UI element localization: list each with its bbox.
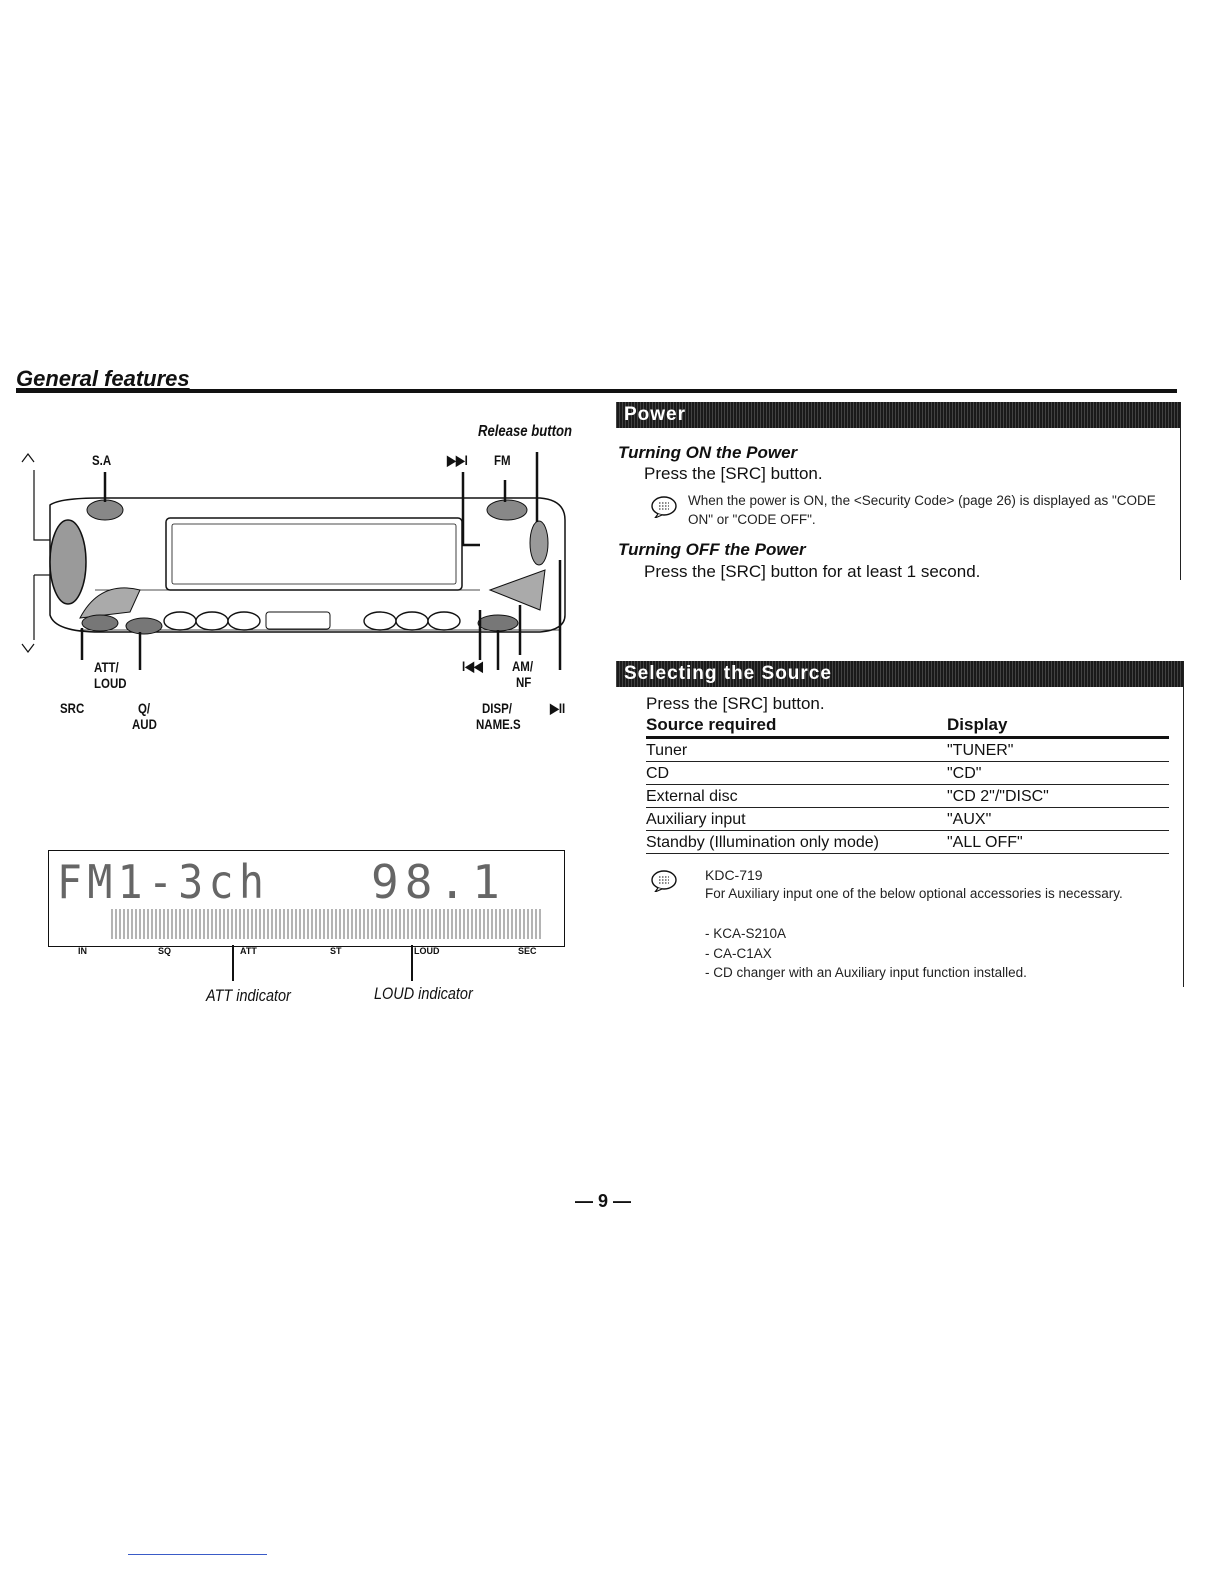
power-note: When the power is ON, the <Security Code… — [688, 493, 1156, 527]
page-number: — 9 — — [575, 1191, 632, 1211]
att-pointer — [232, 945, 234, 981]
lcd-text-right: 98.1 — [371, 855, 506, 909]
power-on-heading: Turning ON the Power — [618, 443, 798, 462]
label-fm: FM — [494, 452, 511, 468]
loud-pointer — [411, 945, 413, 981]
table-row: Auxiliary input "AUX" — [646, 807, 1169, 831]
source-banner-title: Selecting the Source — [624, 663, 832, 684]
source-banner: Selecting the Source — [616, 661, 1183, 687]
table-row: CD "CD" — [646, 761, 1169, 785]
label-aud: AUD — [132, 716, 157, 732]
note-icon — [651, 496, 677, 518]
col-display: Display — [947, 715, 1169, 739]
indicator-sq: SQ — [158, 946, 172, 956]
source-note-item: - KCA-S210A — [705, 926, 787, 941]
label-q: Q/ — [138, 700, 151, 716]
label-disp: DISP/ — [482, 700, 512, 716]
power-banner-title: Power — [624, 404, 687, 425]
label-play-pause: ▶II — [550, 700, 566, 716]
label-nf: NF — [516, 674, 532, 690]
source-note-model: KDC-719 — [705, 867, 763, 883]
lcd-display: FM1-3ch 98.1 — [48, 850, 565, 947]
cell-source: Tuner — [646, 737, 947, 762]
cell-display: "AUX" — [947, 807, 1169, 831]
section-title: General features — [16, 366, 190, 391]
label-am: AM/ — [512, 658, 534, 674]
label-loud: LOUD — [94, 675, 127, 691]
label-prev-track: I◀◀ — [462, 658, 483, 674]
indicator-sec: SEC — [518, 946, 537, 956]
lcd-text-left: FM1-3ch — [57, 855, 270, 909]
footer-line — [128, 1554, 267, 1555]
source-note-item: - CA-C1AX — [705, 946, 772, 961]
indicator-st: ST — [330, 946, 342, 956]
cell-display: "ALL OFF" — [947, 830, 1169, 854]
note-icon — [651, 870, 677, 892]
cell-source: External disc — [646, 784, 947, 808]
power-right-rule — [1180, 402, 1181, 580]
label-src: SRC — [60, 700, 85, 716]
head-unit-diagram — [21, 452, 566, 670]
cell-display: "TUNER" — [947, 737, 1169, 762]
label-release-button: Release button — [478, 423, 573, 440]
cell-source: CD — [646, 761, 947, 785]
table-header-row: Source required Display — [646, 715, 1169, 739]
indicator-in: IN — [78, 946, 87, 956]
caption-loud-indicator: LOUD indicator — [374, 984, 473, 1003]
cell-display: "CD 2"/"DISC" — [947, 784, 1169, 808]
power-off-heading: Turning OFF the Power — [618, 540, 806, 559]
col-source-required: Source required — [646, 715, 947, 739]
cell-display: "CD" — [947, 761, 1169, 785]
table-row: Tuner "TUNER" — [646, 737, 1169, 762]
power-off-text: Press the [SRC] button for at least 1 se… — [644, 562, 981, 581]
source-intro: Press the [SRC] button. — [646, 694, 825, 713]
indicator-att: ATT — [240, 946, 257, 956]
cell-source: Standby (Illumination only mode) — [646, 830, 947, 854]
source-note-text: For Auxiliary input one of the below opt… — [705, 886, 1123, 901]
source-note-item: - CD changer with an Auxiliary input fun… — [705, 965, 1027, 980]
power-on-text: Press the [SRC] button. — [644, 464, 823, 483]
label-att: ATT/ — [94, 659, 119, 675]
label-next-track: ▶▶I — [447, 452, 468, 468]
power-banner: Power — [616, 402, 1181, 428]
indicator-loud: LOUD — [414, 946, 440, 956]
label-sa: S.A — [92, 452, 112, 468]
cell-source: Auxiliary input — [646, 807, 947, 831]
caption-att-indicator: ATT indicator — [206, 986, 291, 1005]
table-row: External disc "CD 2"/"DISC" — [646, 784, 1169, 808]
table-row: Standby (Illumination only mode) "ALL OF… — [646, 830, 1169, 854]
lcd-level-meter — [111, 909, 541, 939]
source-table: Source required Display Tuner "TUNER" CD… — [646, 715, 1169, 854]
title-rule — [16, 389, 1177, 393]
label-names: NAME.S — [476, 716, 521, 732]
source-right-rule — [1183, 661, 1184, 987]
